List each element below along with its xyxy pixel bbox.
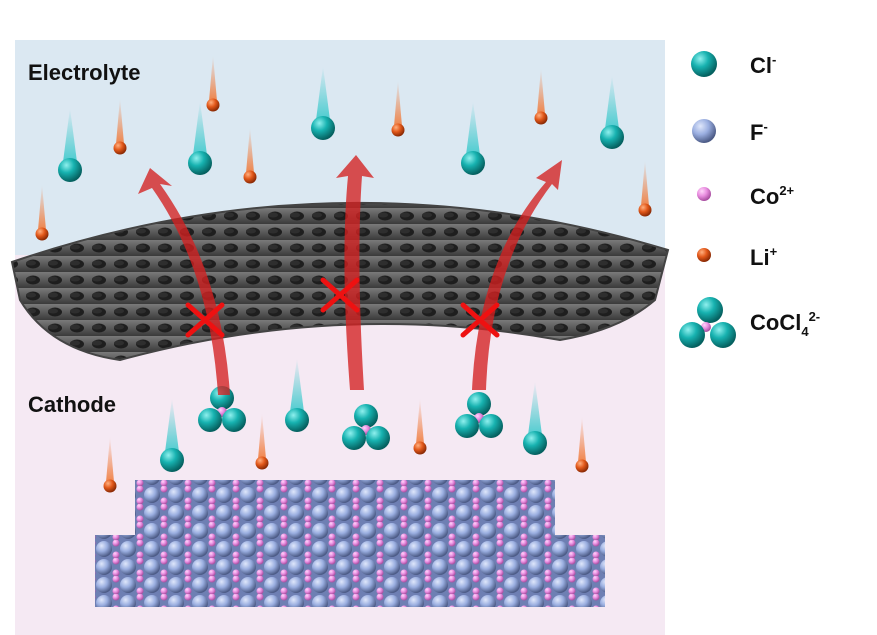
cl-ion (523, 431, 547, 455)
legend-f-label: F- (750, 119, 768, 145)
li-trail (394, 80, 402, 126)
cocl4-cluster (342, 404, 390, 450)
cocl4-cluster (455, 392, 503, 438)
legend-co-label: Co2+ (750, 183, 795, 209)
cl-ion (188, 151, 212, 175)
li-ion (35, 227, 49, 241)
li-ion (113, 141, 127, 155)
cl-trail (165, 398, 179, 452)
li-ion (243, 170, 257, 184)
li-trail (258, 413, 266, 459)
cl-trail (605, 75, 619, 129)
x-mark-icon (320, 277, 360, 313)
li-ion (638, 203, 652, 217)
legend-li-symbol (697, 248, 711, 262)
legend-f-symbol (692, 119, 716, 143)
cathode-crystal (95, 480, 605, 607)
blocked-arrows (138, 155, 562, 395)
cl-ion (311, 116, 335, 140)
blocked-marks (185, 277, 500, 338)
li-trail (416, 398, 424, 444)
cl-ion (461, 151, 485, 175)
crystal-bottom-tier (95, 535, 605, 607)
arrow-center (336, 155, 374, 390)
li-ion (103, 479, 117, 493)
li-ion (391, 123, 405, 137)
li-trail (578, 416, 586, 462)
cl-ion (600, 125, 624, 149)
li-trail (38, 184, 46, 230)
li-ion (534, 111, 548, 125)
cl-trail (63, 108, 77, 162)
x-mark-icon (460, 302, 500, 338)
legend-co-symbol (697, 187, 711, 201)
cl-ion (160, 448, 184, 472)
li-trail (246, 127, 254, 173)
cl-trail (316, 66, 330, 120)
li-trail (537, 68, 545, 114)
li-trail (641, 160, 649, 206)
cl-trail (528, 381, 542, 435)
arrow-right (472, 160, 562, 390)
legend-cl-label: Cl- (750, 52, 776, 78)
li-trail (106, 436, 114, 482)
li-ion (413, 441, 427, 455)
legend-li-label: Li+ (750, 244, 778, 270)
li-ion (575, 459, 589, 473)
cl-trail (193, 101, 207, 155)
legend: Cl- F- Co2+ Li+ CoCl42- (679, 51, 820, 348)
cl-trail (290, 358, 304, 412)
li-ion (206, 98, 220, 112)
li-trail (209, 55, 217, 101)
legend-cocl4-symbol (679, 297, 736, 348)
li-ion (255, 456, 269, 470)
electrolyte-label: Electrolyte (28, 60, 141, 85)
li-trail (116, 98, 124, 144)
cl-ion (285, 408, 309, 432)
arrow-left (138, 168, 230, 395)
x-mark-icon (185, 302, 225, 338)
crystal-top-tier (135, 480, 555, 538)
cathode-label: Cathode (28, 392, 116, 417)
cl-ion (58, 158, 82, 182)
cl-trail (466, 101, 480, 155)
porous-membrane (10, 201, 670, 362)
ions (35, 55, 652, 493)
legend-cl-symbol (691, 51, 717, 77)
legend-cocl4-label: CoCl42- (750, 309, 820, 339)
